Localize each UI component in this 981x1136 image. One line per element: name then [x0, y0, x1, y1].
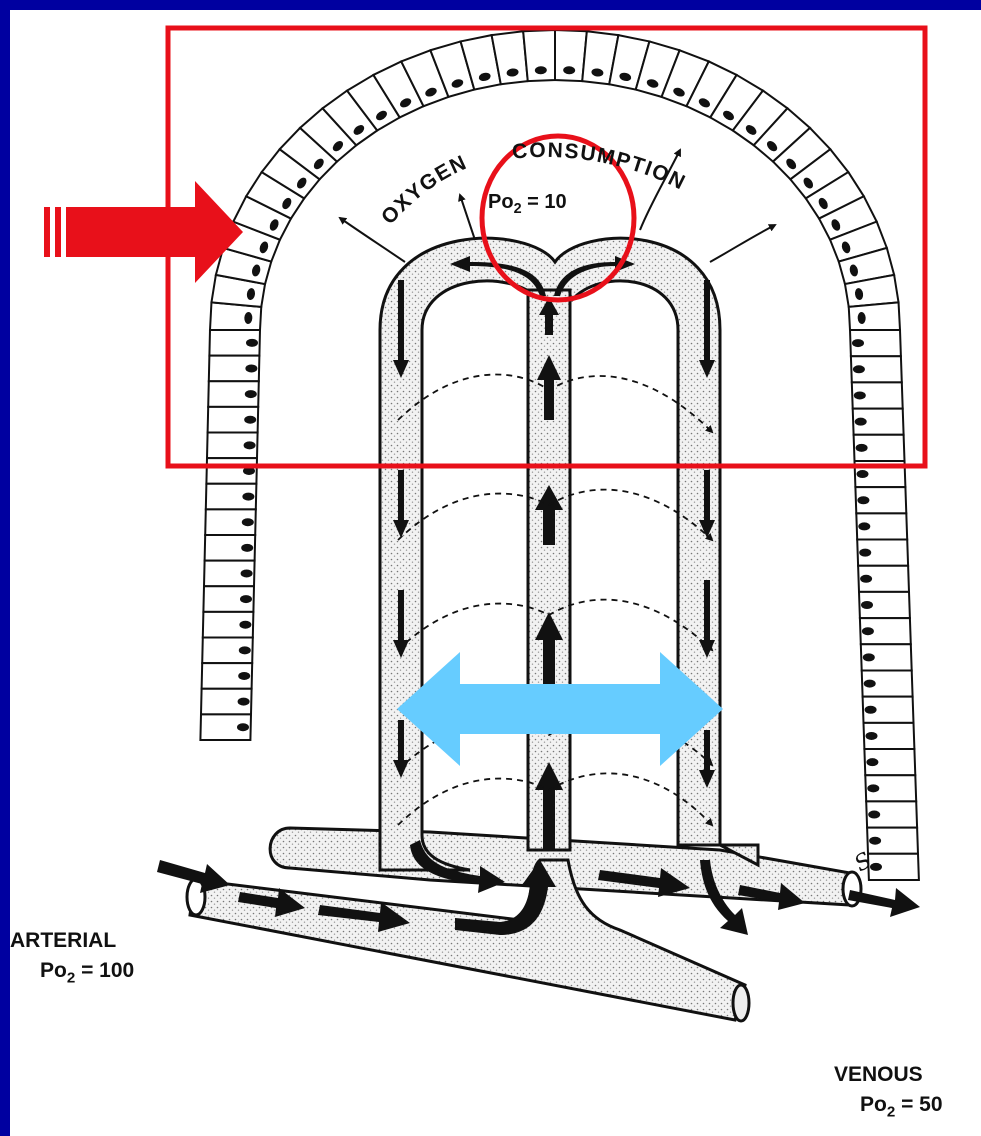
cell-nucleus: [862, 627, 874, 635]
cell-nucleus: [864, 680, 876, 688]
consumption-word: CONSUMPTION: [511, 139, 689, 195]
cell-nucleus: [242, 493, 254, 501]
cell-nucleus: [237, 723, 249, 731]
venous-label: VENOUS: [834, 1064, 923, 1085]
cell-nucleus: [238, 672, 250, 680]
cell-nucleus: [857, 470, 869, 478]
cell-nucleus: [863, 653, 875, 661]
cell-nucleus: [245, 364, 257, 372]
arterial-vessel-end: [733, 985, 749, 1021]
venous-po2-label: Po2 = 50: [860, 1094, 943, 1119]
cell-nucleus: [854, 391, 866, 399]
cell-nucleus: [852, 339, 864, 347]
cell-nucleus: [244, 441, 256, 449]
red-pointer-arrow: [44, 181, 243, 283]
arterial-label: ARTERIAL: [10, 930, 116, 951]
consumption-label: CONSUMPTION: [511, 139, 689, 195]
diagram-panel: OXYGEN CONSUMPTION S Po2 = 10 ARTERIAL P…: [10, 10, 981, 1136]
cell-nucleus: [865, 706, 877, 714]
cell-nucleus: [241, 569, 253, 577]
cell-nucleus: [239, 646, 251, 654]
cell-nucleus: [242, 518, 254, 526]
cell-nucleus: [239, 621, 251, 629]
cell-nucleus: [858, 522, 870, 530]
cell-nucleus: [241, 544, 253, 552]
villus-countercurrent-diagram: OXYGEN CONSUMPTION S: [10, 10, 981, 1136]
cell-nucleus: [859, 549, 871, 557]
epithelial-cell: [849, 302, 900, 330]
cell-nucleus: [238, 698, 250, 706]
arterial-po2-label: Po2 = 100: [40, 960, 134, 985]
cell-nucleus: [861, 601, 873, 609]
cell-nucleus: [860, 575, 872, 583]
tip-po2-label: Po2 = 10: [488, 192, 567, 216]
cell-nucleus: [856, 444, 868, 452]
cell-nucleus: [855, 418, 867, 426]
oxygen-label: OXYGEN: [377, 151, 471, 229]
cell-nucleus: [867, 784, 879, 792]
cell-nucleus: [866, 758, 878, 766]
cell-nucleus: [244, 416, 256, 424]
cell-nucleus: [240, 595, 252, 603]
cell-nucleus: [246, 339, 258, 347]
cell-nucleus: [868, 811, 880, 819]
oxygen-word: OXYGEN: [377, 151, 471, 229]
cell-nucleus: [245, 390, 257, 398]
cell-nucleus: [857, 496, 869, 504]
cell-nucleus: [866, 732, 878, 740]
cell-nucleus: [869, 837, 881, 845]
cell-nucleus: [853, 365, 865, 373]
